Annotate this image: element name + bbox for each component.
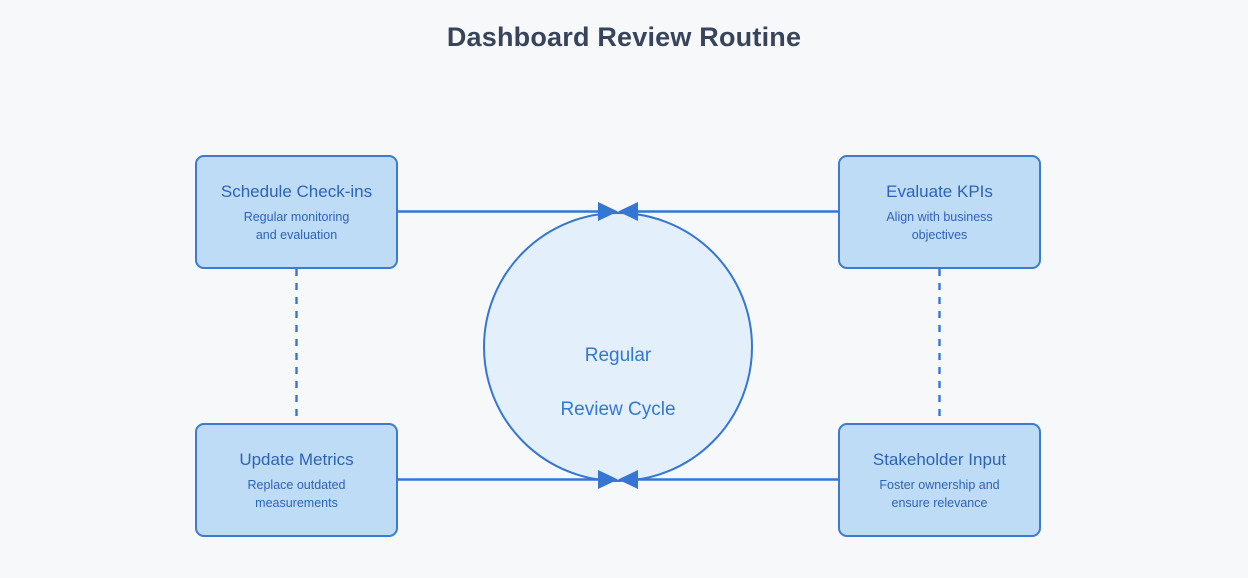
node-subtitle: Align with business objectives [886,209,993,242]
node-stakeholder-input[interactable]: Stakeholder Input Foster ownership and e… [838,423,1041,537]
node-title: Schedule Check-ins [220,181,373,201]
node-subtitle: Regular monitoring and evaluation [243,209,350,242]
page-title: Dashboard Review Routine [446,22,802,52]
node-schedule-check-ins[interactable]: Schedule Check-ins Regular monitoring an… [195,155,398,269]
node-subtitle: Foster ownership and ensure relevance [879,477,1000,510]
arrowhead-update-to-hub [598,470,618,489]
node-title: Stakeholder Input [872,449,1007,469]
node-title: Evaluate KPIs [886,181,993,201]
node-evaluate-kpis[interactable]: Evaluate KPIs Align with business object… [838,155,1041,269]
arrowhead-schedule-to-hub [598,202,618,221]
hub-circle [483,212,753,482]
node-subtitle: Replace outdated measurements [247,477,346,510]
node-title: Update Metrics [239,449,354,469]
arrowhead-evaluate-to-hub [618,202,638,221]
node-update-metrics[interactable]: Update Metrics Replace outdated measurem… [195,423,398,537]
arrowhead-stakeholder-to-hub [618,470,638,489]
